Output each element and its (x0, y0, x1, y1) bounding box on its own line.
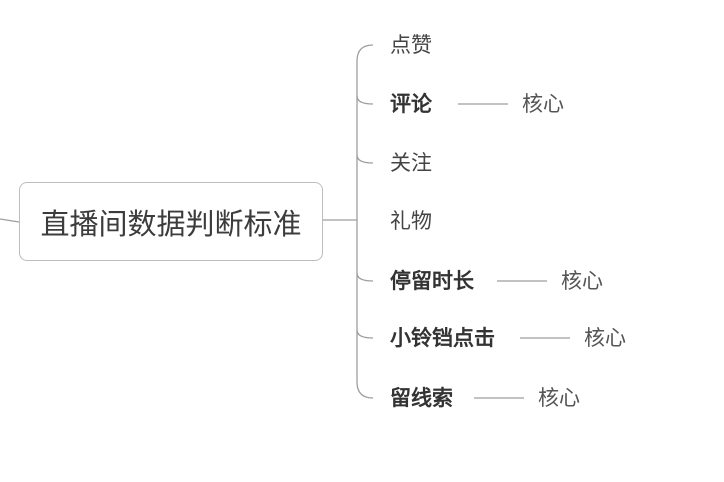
tag-node-评论-核心[interactable]: 核心 (522, 92, 564, 116)
root-incoming-connector (0, 218, 20, 223)
branch-tick-6 (356, 329, 374, 339)
tag-node-停留时长-核心[interactable]: 核心 (561, 269, 603, 293)
branch-node-留线索[interactable]: 留线索 (390, 386, 453, 410)
branch-node-评论[interactable]: 评论 (390, 92, 432, 116)
root-node-label: 直播间数据判断标准 (40, 206, 302, 241)
branch-node-停留时长[interactable]: 停留时长 (390, 269, 474, 293)
branch-tick-5 (356, 272, 374, 282)
branch-node-点赞[interactable]: 点赞 (390, 33, 432, 57)
root-node[interactable]: 直播间数据判断标准 (19, 182, 323, 261)
tag-node-留线索-核心[interactable]: 核心 (538, 386, 580, 410)
branch-tick-3 (356, 154, 374, 164)
bracket-spine (356, 44, 374, 399)
branch-node-关注[interactable]: 关注 (390, 151, 432, 175)
branch-tick-2 (356, 95, 374, 105)
branch-node-小铃铛点击[interactable]: 小铃铛点击 (390, 326, 495, 350)
tag-node-小铃铛点击-核心[interactable]: 核心 (584, 326, 626, 350)
branch-node-礼物[interactable]: 礼物 (390, 209, 432, 233)
